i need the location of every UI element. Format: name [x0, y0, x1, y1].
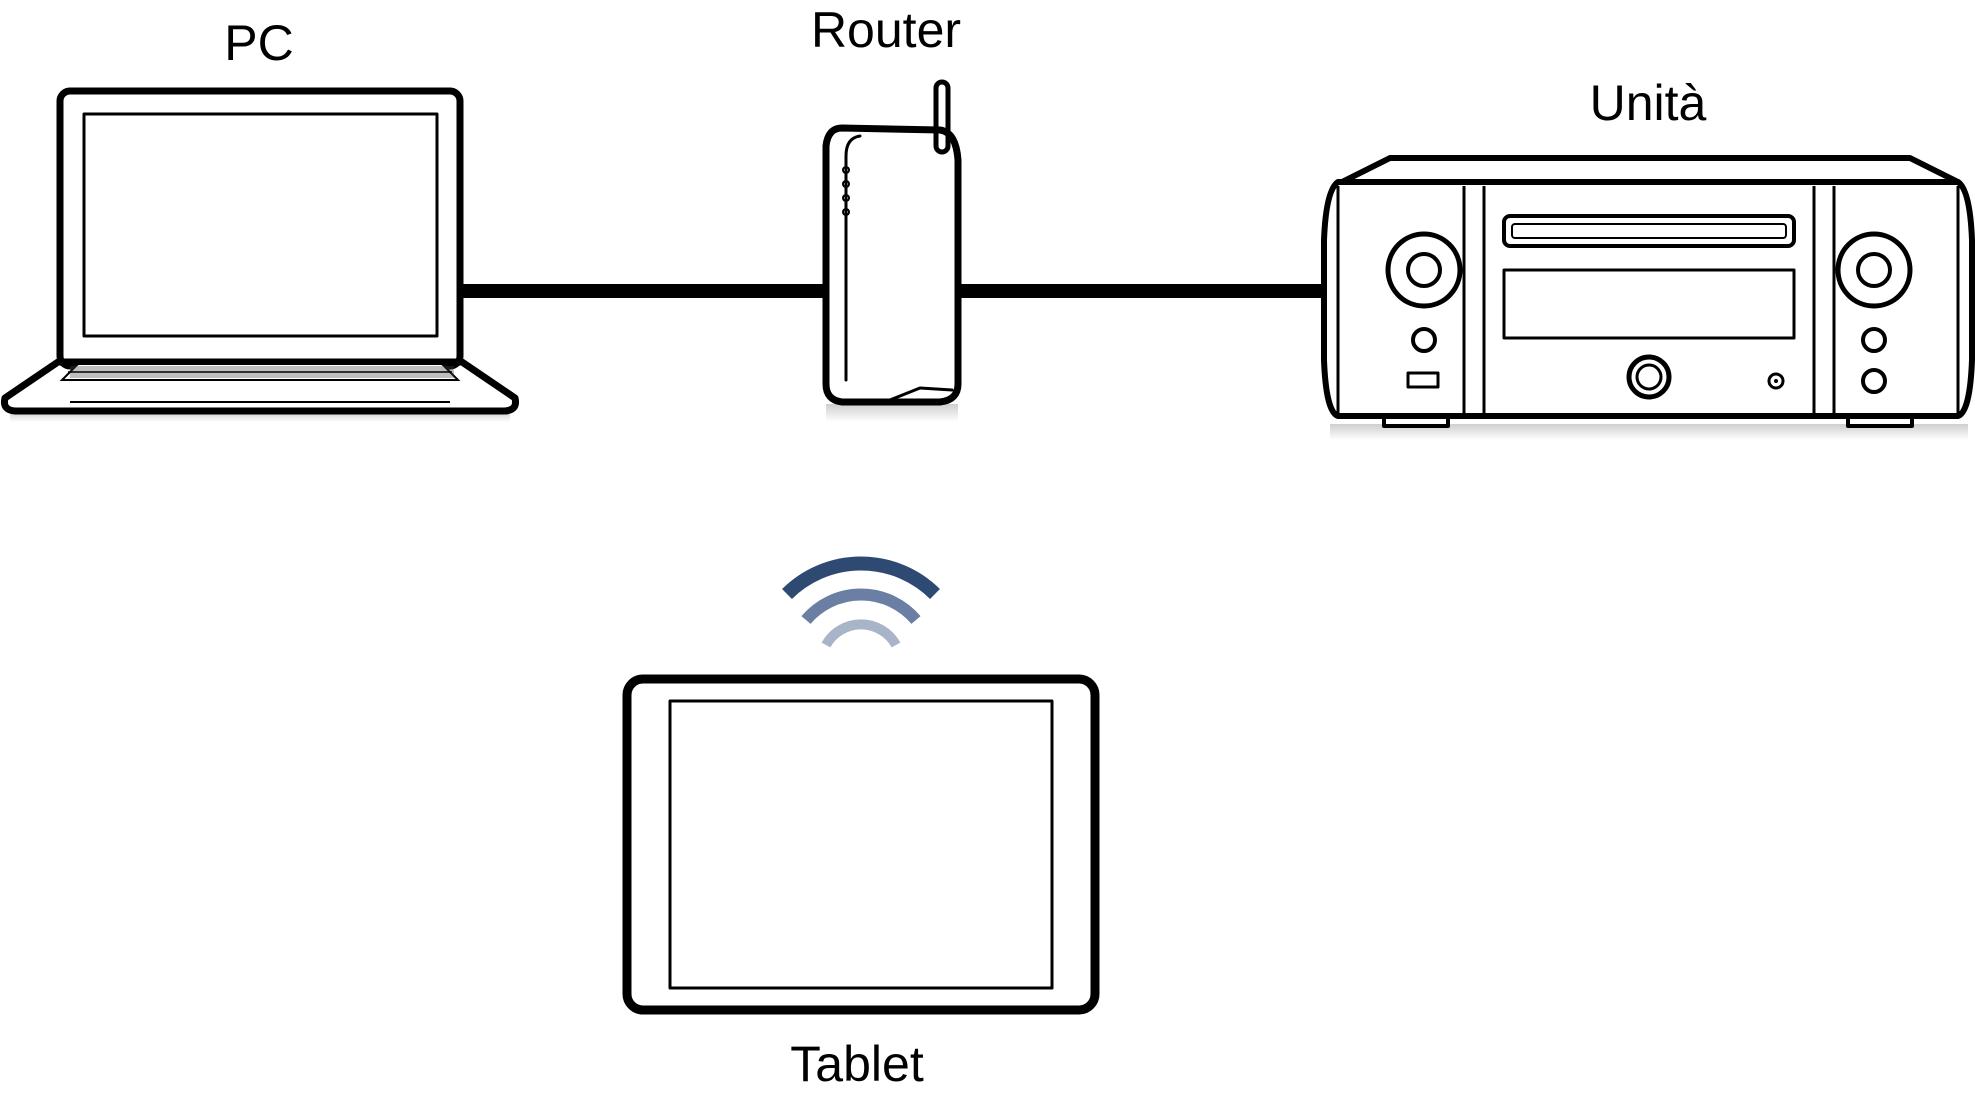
unit-label: Unità — [1590, 75, 1707, 131]
keyboard — [59, 363, 461, 381]
led-indicator — [842, 180, 850, 188]
volume-knob-right — [1835, 231, 1913, 309]
router-icon — [822, 79, 962, 422]
router-label: Router — [811, 2, 961, 58]
tablet-screen — [668, 699, 1054, 990]
wifi-signal-icon — [782, 556, 940, 648]
volume-knob-left — [1385, 231, 1463, 309]
laptop-icon — [1, 87, 519, 422]
display-window — [1502, 268, 1796, 340]
pc-label: PC — [224, 15, 293, 71]
power-button — [1626, 354, 1672, 400]
usb-port — [1406, 371, 1440, 389]
led-indicator — [842, 166, 850, 174]
cable-pc-router — [460, 284, 828, 298]
disc-slot — [1502, 214, 1796, 248]
tablet-label: Tablet — [790, 1036, 924, 1092]
led-indicator — [842, 194, 850, 202]
headphone-jack — [1767, 372, 1785, 390]
av-receiver-icon — [1321, 155, 1975, 440]
led-indicator — [842, 208, 850, 216]
tablet-icon — [622, 674, 1100, 1015]
cable-router-unit — [955, 284, 1327, 298]
